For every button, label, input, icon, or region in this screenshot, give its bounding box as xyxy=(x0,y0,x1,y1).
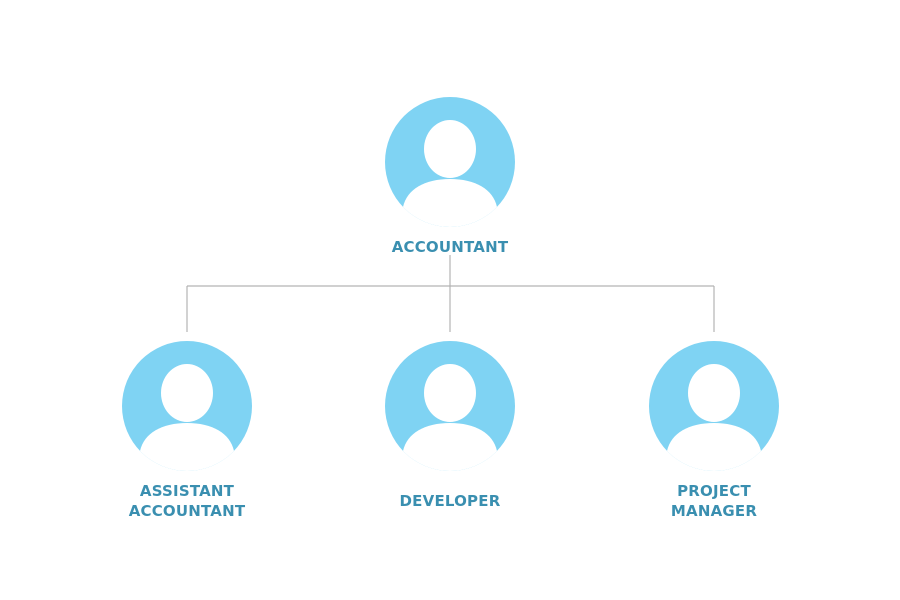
node-accountant: ACCOUNTANT xyxy=(350,97,550,257)
node-label: ASSISTANT ACCOUNTANT xyxy=(87,481,287,521)
node-project-manager: PROJECT MANAGER xyxy=(614,341,814,521)
node-label: ACCOUNTANT xyxy=(350,237,550,257)
node-label-line: ASSISTANT xyxy=(139,482,235,500)
node-label-line: PROJECT xyxy=(677,482,751,500)
node-label: PROJECT MANAGER xyxy=(614,481,814,521)
person-icon xyxy=(122,341,252,471)
node-label: DEVELOPER xyxy=(350,491,550,511)
node-label-line: DEVELOPER xyxy=(399,492,501,510)
person-icon xyxy=(385,97,515,227)
node-developer: DEVELOPER xyxy=(350,341,550,511)
node-label-line: ACCOUNTANT xyxy=(128,502,246,520)
person-icon xyxy=(385,341,515,471)
node-label-line: MANAGER xyxy=(670,502,758,520)
node-assistant-accountant: ASSISTANT ACCOUNTANT xyxy=(87,341,287,521)
node-label-line: ACCOUNTANT xyxy=(391,238,509,256)
person-icon xyxy=(649,341,779,471)
